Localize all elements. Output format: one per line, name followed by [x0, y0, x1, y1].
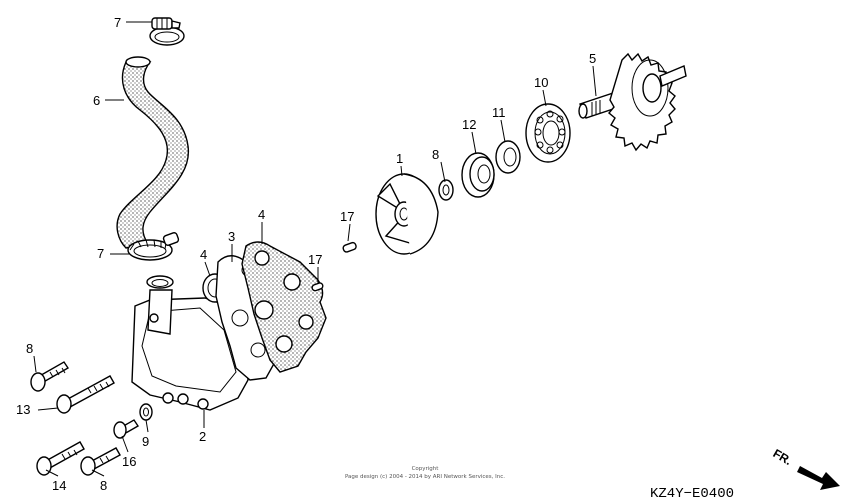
- bolt-9-long: [36, 441, 85, 476]
- bolt-10-long: [56, 375, 115, 414]
- callout-17-upper: 17: [340, 209, 354, 224]
- callout-7-lower: 7: [97, 246, 104, 261]
- callout-8-lower: 8: [100, 478, 107, 493]
- bolt-16-short: [113, 419, 139, 439]
- dowel-pin-upper: [342, 241, 357, 253]
- callout-labels: 7 6 7 1 8 12 11 10 5 17 17 4 3 4 8 13 9 …: [16, 15, 596, 493]
- callout-17-lower: 17: [308, 252, 322, 267]
- washer-11: [438, 179, 454, 201]
- callout-4-upper: 4: [258, 207, 265, 222]
- callout-3: 3: [228, 229, 235, 244]
- callout-4-lower: 4: [200, 247, 207, 262]
- bolt-8-short: [30, 361, 69, 392]
- ball-bearing: [525, 103, 571, 163]
- water-hose: [116, 56, 190, 249]
- callout-11: 8: [432, 147, 439, 162]
- callout-13: 10: [534, 75, 548, 90]
- callout-6: 6: [93, 93, 100, 108]
- dowel-pin-lower: [311, 282, 324, 292]
- diagram-code: KZ4Y−E0400: [650, 486, 734, 502]
- callout-5: 5: [589, 51, 596, 66]
- callout-1: 1: [396, 151, 403, 166]
- callout-9: 14: [52, 478, 66, 493]
- pump-shaft-gear: [578, 52, 687, 152]
- gasket-large: [241, 241, 327, 373]
- lower-hose-clamp: [127, 232, 180, 261]
- front-label: FR.: [771, 446, 795, 468]
- callout-14: 11: [492, 105, 506, 120]
- upper-hose-clamp: [149, 17, 185, 46]
- callout-15: 12: [462, 117, 476, 132]
- water-pump-cover: [131, 275, 249, 411]
- oil-seal: [495, 140, 521, 174]
- callout-7-upper: 7: [114, 15, 121, 30]
- copyright-line-1: Copyright: [412, 466, 440, 472]
- callout-12: 9: [142, 434, 149, 449]
- impeller: [375, 173, 439, 255]
- leader-lines: [33, 21, 597, 477]
- callout-16: 16: [122, 454, 136, 469]
- callout-10: 13: [16, 402, 30, 417]
- front-direction-indicator: FR.: [771, 446, 840, 490]
- front-arrow-icon: [797, 466, 840, 490]
- copyright-line-2: Page design (c) 2004 - 2014 by ARI Netwo…: [345, 474, 505, 480]
- callout-2: 2: [199, 429, 206, 444]
- bolt-8-lower: [80, 447, 121, 476]
- callout-8-upper: 8: [26, 341, 33, 356]
- washer-12: [139, 403, 153, 421]
- mechanical-seal: [461, 152, 495, 198]
